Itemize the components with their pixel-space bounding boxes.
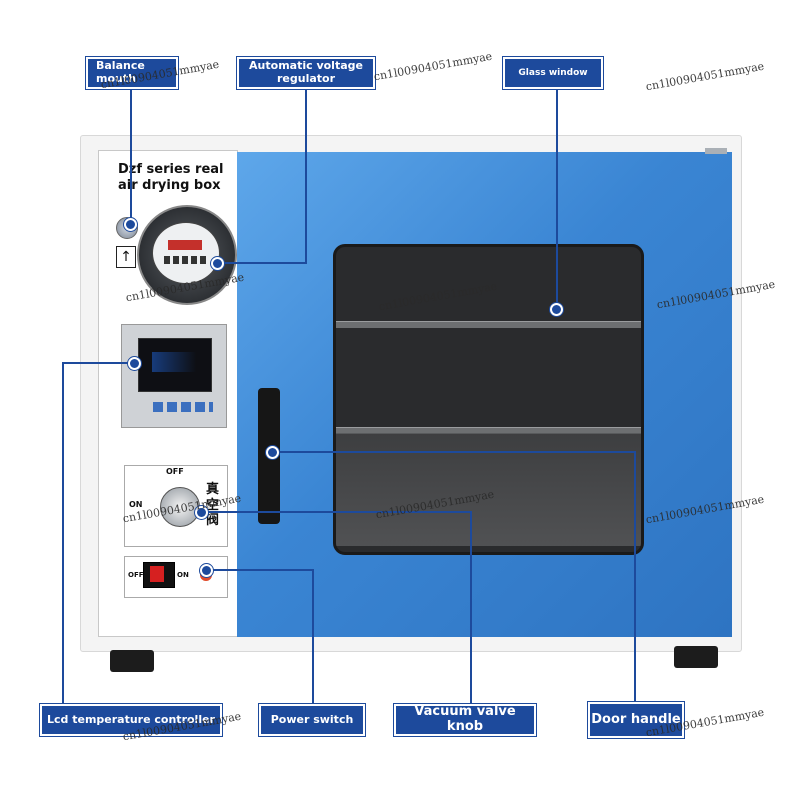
regulator-readout <box>168 240 202 250</box>
balance-mouth-callout: Balance mouth <box>86 57 178 89</box>
callout-line-power-h <box>205 569 313 571</box>
lcd-buttons <box>153 402 213 412</box>
door-handle-callout: Door handle <box>588 702 684 738</box>
callout-line-balance <box>130 88 132 223</box>
door-hinge <box>705 148 727 154</box>
lcd-controller-callout: Lcd temperature controller <box>40 704 222 736</box>
callout-dot-power <box>200 564 213 577</box>
shelf-bottom <box>336 427 641 434</box>
callout-line-lcd-v <box>62 362 64 707</box>
shelf-top <box>336 321 641 328</box>
callout-dot-regulator <box>211 257 224 270</box>
watermark: cn1l00904051mmyae <box>644 59 766 94</box>
lcd-readout-glare <box>152 352 196 372</box>
knob-off-label: OFF <box>166 467 184 476</box>
oven-foot-left <box>110 650 154 672</box>
switch-on-label: ON <box>177 571 189 579</box>
callout-line-regulator-v <box>305 88 307 264</box>
callout-line-lcd-h <box>62 362 134 364</box>
switch-off-label: OFF <box>128 571 144 579</box>
callout-line-regulator-h <box>216 262 306 264</box>
power-switch-rocker <box>150 566 164 582</box>
regulator-buttons <box>164 256 206 264</box>
callout-line-glass <box>556 88 558 308</box>
power-switch-callout: Power switch <box>259 704 365 736</box>
knob-on-label: ON <box>129 500 143 509</box>
panel-title: Dzf series real air drying box <box>118 162 224 193</box>
vacuum-knob-callout: Vacuum valve knob <box>394 704 536 736</box>
callout-dot-balance <box>124 218 137 231</box>
power-switch[interactable] <box>143 562 175 588</box>
glass-window-callout: Glass window <box>503 57 603 89</box>
vacuum-valve-knob[interactable] <box>160 487 200 527</box>
watermark: cn1l00904051mmyae <box>372 49 494 84</box>
callout-line-handle-v <box>634 451 636 707</box>
voltage-regulator-callout: Automatic voltage regulator <box>237 57 375 89</box>
callout-dot-lcd <box>128 357 141 370</box>
arrow-up-icon: ↑ <box>116 246 136 268</box>
callout-dot-knob <box>195 506 208 519</box>
callout-line-handle-h <box>272 451 635 453</box>
knob-cn-label: 真空阀 <box>206 482 220 529</box>
callout-dot-glass <box>550 303 563 316</box>
callout-line-knob-v <box>470 511 472 707</box>
callout-dot-handle <box>266 446 279 459</box>
callout-line-knob-h <box>200 511 471 513</box>
oven-foot-right <box>674 646 718 668</box>
voltage-regulator-display <box>152 222 220 284</box>
callout-line-power-v <box>312 569 314 707</box>
